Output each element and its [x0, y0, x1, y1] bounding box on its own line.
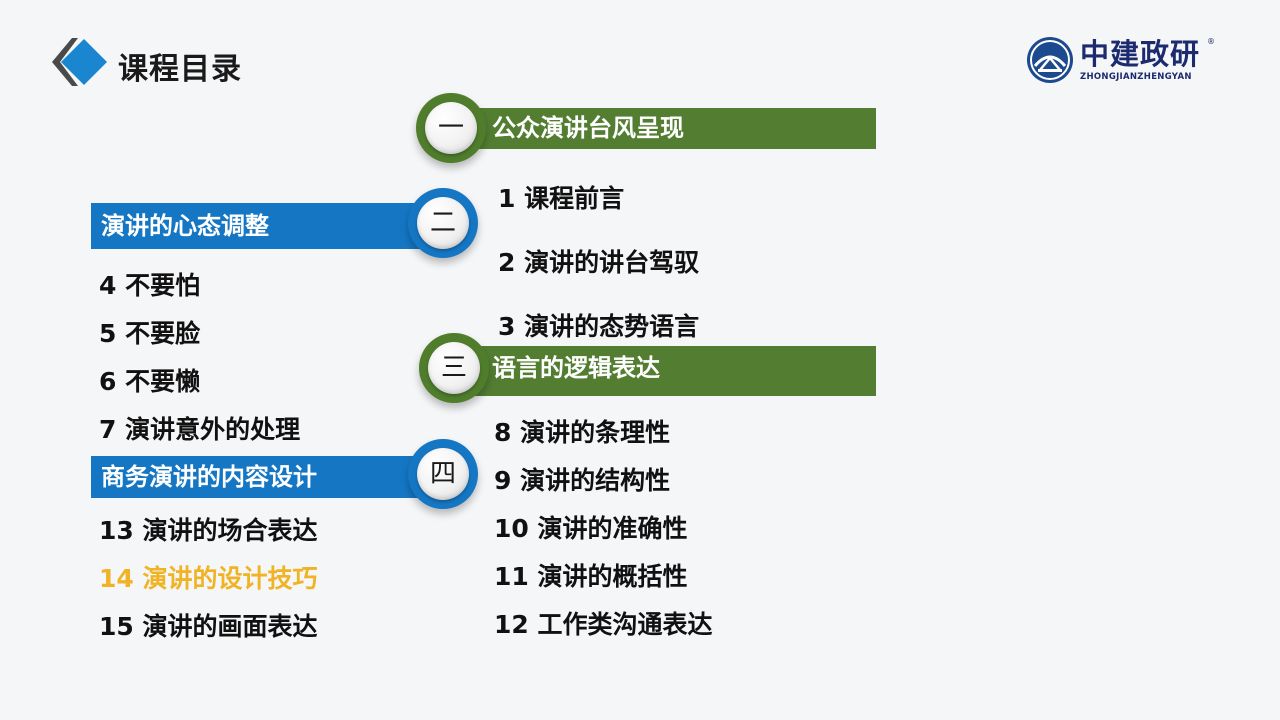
section-4-badge: 四	[408, 439, 478, 509]
section-1-bar: 公众演讲台风呈现	[462, 108, 876, 149]
list-item: 3 演讲的态势语言	[498, 312, 700, 341]
list-item: 9 演讲的结构性	[494, 466, 671, 495]
list-item: 4 不要怕	[99, 271, 201, 300]
section-4-bar: 商务演讲的内容设计	[91, 456, 441, 498]
section-2-bar: 演讲的心态调整	[91, 203, 441, 249]
logo-name-en: ZHONGJIANZHENGYAN	[1080, 72, 1192, 82]
company-emblem-icon	[1027, 37, 1073, 83]
section-2-numeral: 二	[417, 197, 469, 249]
list-item: 12 工作类沟通表达	[494, 610, 713, 639]
section-2-badge: 二	[408, 188, 478, 258]
section-1-badge: 一	[416, 93, 486, 163]
page-title: 课程目录	[118, 52, 242, 87]
list-item: 8 演讲的条理性	[494, 418, 671, 447]
section-1-numeral: 一	[425, 102, 477, 154]
section-4-title: 商务演讲的内容设计	[101, 463, 317, 491]
company-logo: 中建政研 ® ZHONGJIANZHENGYAN	[1026, 36, 1216, 86]
section-1-title: 公众演讲台风呈现	[492, 114, 684, 142]
section-3-badge: 三	[419, 333, 489, 403]
logo-registered-mark: ®	[1207, 37, 1215, 46]
list-item: 11 演讲的概括性	[494, 562, 688, 591]
list-item-highlighted: 14 演讲的设计技巧	[99, 564, 318, 593]
section-2-title: 演讲的心态调整	[101, 212, 269, 240]
section-3-title: 语言的逻辑表达	[492, 354, 660, 382]
list-item: 6 不要懒	[99, 367, 201, 396]
logo-name-cn: 中建政研	[1080, 37, 1201, 71]
list-item: 7 演讲意外的处理	[99, 415, 301, 444]
list-item: 5 不要脸	[99, 319, 201, 348]
list-item: 10 演讲的准确性	[494, 514, 688, 543]
section-3-numeral: 三	[428, 342, 480, 394]
list-item: 1 课程前言	[498, 184, 625, 213]
list-item: 13 演讲的场合表达	[99, 516, 318, 545]
list-item: 15 演讲的画面表达	[99, 612, 318, 641]
list-item: 2 演讲的讲台驾驭	[498, 248, 700, 277]
section-4-numeral: 四	[417, 448, 469, 500]
section-3-bar: 语言的逻辑表达	[462, 346, 876, 396]
diamond-logo-icon	[52, 38, 107, 86]
